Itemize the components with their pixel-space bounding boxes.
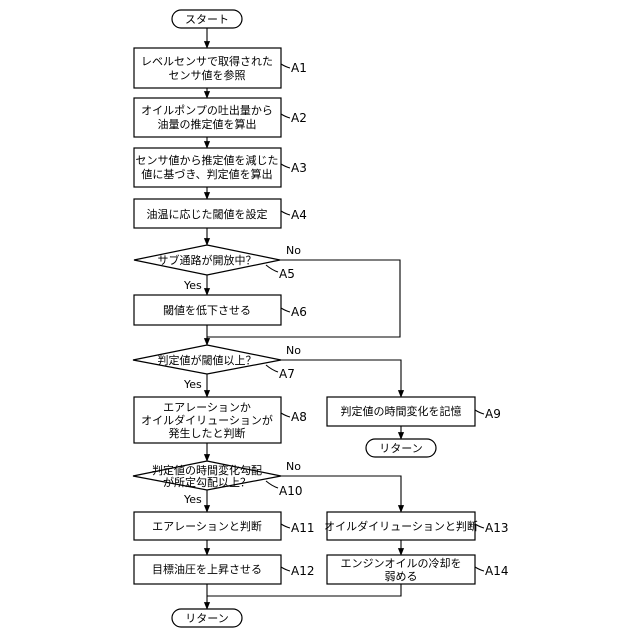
- step-a13: オイルダイリューションと判断: [324, 512, 478, 540]
- a10-no-label: No: [286, 460, 301, 473]
- step-a12-line1: 目標油圧を上昇させる: [152, 562, 262, 576]
- leader-a7: [266, 365, 278, 372]
- decision-a10: 判定値の時間変化勾配 が所定勾配以上？: [133, 461, 281, 490]
- decision-a5-text: サブ通路が開放中？: [158, 253, 257, 267]
- step-a3: センサ値から推定値を減じた 値に基づき、判定値を算出: [134, 148, 281, 187]
- step-a2-line2: 油量の推定値を算出: [158, 117, 257, 131]
- step-a8-line1: エアレーションか: [163, 401, 251, 414]
- leader-a12: [281, 567, 290, 571]
- a5-yes-label: Yes: [183, 279, 202, 292]
- merge-path-a14: [207, 584, 401, 596]
- step-a9: 判定値の時間変化を記憶: [327, 397, 475, 426]
- leader-a1: [281, 64, 290, 68]
- decision-a7: 判定値が閾値以上？: [133, 345, 281, 374]
- step-a7-id: A7: [279, 367, 295, 381]
- start-label: スタート: [185, 13, 229, 26]
- decision-a5: サブ通路が開放中？: [134, 245, 280, 275]
- return-bottom-label: リターン: [185, 612, 228, 625]
- step-a10-id: A10: [279, 484, 302, 498]
- step-a12-id: A12: [291, 564, 314, 578]
- leader-a5: [266, 265, 278, 272]
- step-a14-line1: エンジンオイルの冷却を: [341, 557, 462, 570]
- leader-a8: [281, 413, 290, 417]
- a7-no-label: No: [286, 344, 301, 357]
- step-a8-line2: オイルダイリューションが: [141, 413, 273, 427]
- step-a9-line1: 判定値の時間変化を記憶: [341, 404, 462, 418]
- start-terminal: スタート: [172, 10, 242, 28]
- step-a8-line3: 発生したと判断: [169, 426, 246, 440]
- step-a6: 閾値を低下させる: [134, 295, 281, 325]
- step-a4-line1: 油温に応じた閾値を設定: [147, 207, 268, 221]
- step-a3-line1: センサ値から推定値を減じた: [136, 153, 279, 167]
- step-a3-line2: 値に基づき、判定値を算出: [141, 167, 272, 181]
- decision-a7-text: 判定値が閾値以上？: [158, 353, 257, 367]
- leader-a3: [281, 164, 290, 168]
- step-a8: エアレーションか オイルダイリューションが 発生したと判断: [134, 397, 281, 443]
- decision-a10-line2: が所定勾配以上？: [163, 475, 251, 489]
- step-a14-line2: 弱める: [385, 570, 418, 583]
- step-a3-id: A3: [291, 161, 307, 175]
- step-a13-id: A13: [485, 521, 508, 535]
- return-terminal-right: リターン: [366, 439, 436, 457]
- leader-a14: [475, 567, 484, 571]
- step-a14-id: A14: [485, 564, 508, 578]
- step-a11-line1: エアレーションと判断: [152, 519, 262, 533]
- leader-a10: [266, 481, 278, 488]
- step-a1-id: A1: [291, 61, 307, 75]
- leader-a9: [475, 410, 484, 414]
- step-a5-id: A5: [279, 267, 295, 281]
- no-path-a7: [281, 360, 401, 397]
- step-a4: 油温に応じた閾値を設定: [134, 199, 281, 228]
- step-a14: エンジンオイルの冷却を 弱める: [327, 555, 475, 584]
- a10-yes-label: Yes: [183, 493, 202, 506]
- step-a11: エアレーションと判断: [134, 512, 281, 540]
- leader-a2: [281, 114, 290, 118]
- step-a13-line1: オイルダイリューションと判断: [324, 519, 478, 533]
- a5-no-label: No: [286, 244, 301, 257]
- step-a6-id: A6: [291, 305, 307, 319]
- decision-a10-line1: 判定値の時間変化勾配: [152, 463, 262, 477]
- step-a11-id: A11: [291, 521, 314, 535]
- step-a12: 目標油圧を上昇させる: [134, 555, 281, 584]
- step-a4-id: A4: [291, 208, 307, 222]
- return-right-label: リターン: [379, 442, 422, 455]
- leader-a4: [281, 211, 290, 215]
- a7-yes-label: Yes: [183, 378, 202, 391]
- step-a1: レベルセンサで取得された センサ値を参照: [134, 48, 281, 88]
- step-a1-line1: レベルセンサで取得された: [141, 55, 273, 68]
- step-a2: オイルポンプの吐出量から 油量の推定値を算出: [134, 98, 281, 137]
- step-a2-line1: オイルポンプの吐出量から: [141, 103, 273, 117]
- step-a6-line1: 閾値を低下させる: [163, 304, 251, 317]
- step-a8-id: A8: [291, 410, 307, 424]
- step-a2-id: A2: [291, 111, 307, 125]
- step-a1-line2: センサ値を参照: [169, 68, 246, 82]
- leader-a11: [281, 524, 290, 528]
- leader-a6: [281, 308, 290, 312]
- return-terminal-bottom: リターン: [172, 609, 242, 627]
- step-a9-id: A9: [485, 407, 501, 421]
